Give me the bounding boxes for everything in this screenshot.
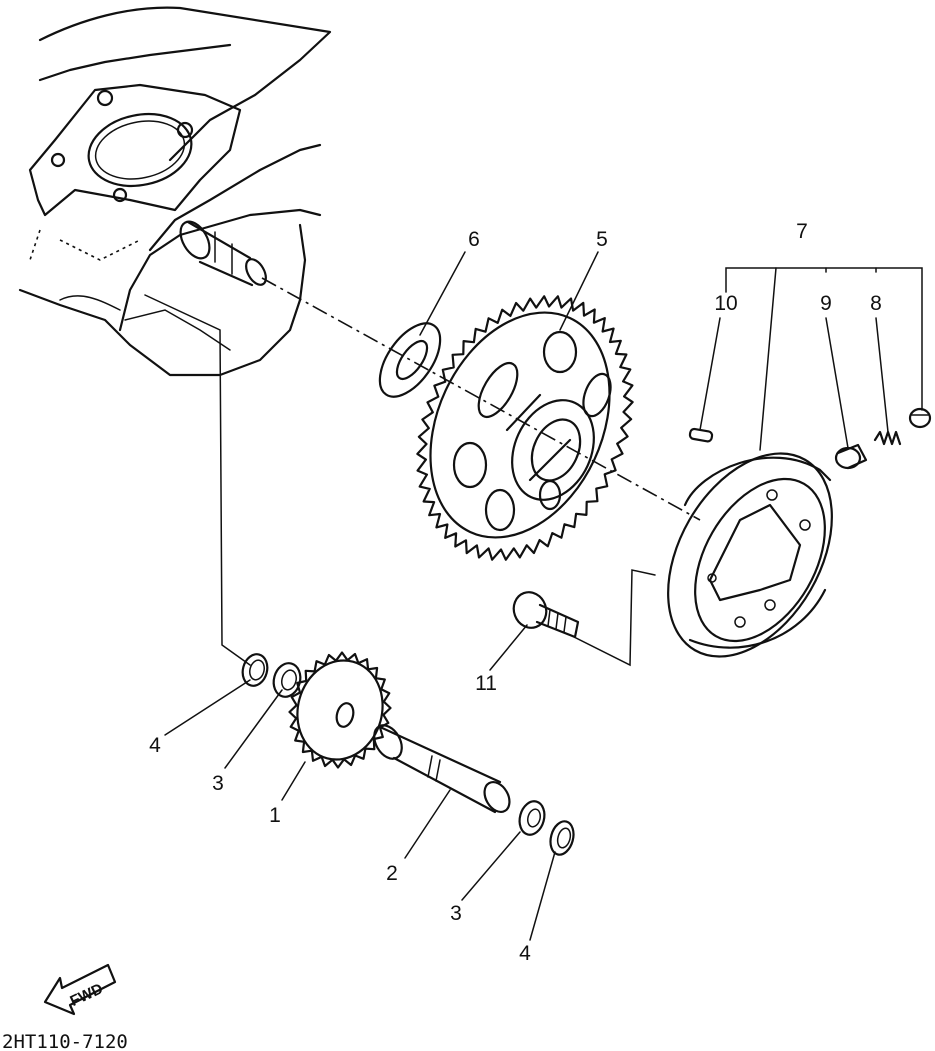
callout-5: 5 — [596, 228, 608, 251]
bolt-11 — [512, 591, 580, 639]
callout-1: 1 — [269, 804, 281, 827]
washer-3-right — [518, 800, 546, 836]
fwd-arrow-icon: FWD — [43, 963, 117, 1016]
starter-clutch-7 — [667, 452, 833, 658]
callout-11: 11 — [475, 672, 497, 695]
axis-line-vertical — [144, 294, 251, 666]
callout-6: 6 — [468, 228, 480, 251]
washer-3-left — [272, 662, 302, 698]
large-gear-5 — [416, 295, 634, 561]
circlip-4-left — [241, 653, 269, 687]
axis-line-bolt — [569, 569, 656, 667]
callout-9: 9 — [820, 292, 832, 315]
callouts: 6 5 7 10 9 8 11 4 3 1 2 3 4 — [149, 220, 882, 965]
spring-8 — [873, 430, 902, 446]
small-gear-1 — [288, 651, 392, 769]
callout-4-left: 4 — [149, 734, 161, 757]
callout-7: 7 — [796, 220, 808, 243]
callout-8: 8 — [870, 292, 882, 315]
callout-3-right: 3 — [450, 902, 462, 925]
callout-4-right: 4 — [519, 942, 531, 965]
roller-10 — [688, 427, 714, 443]
callout-10: 10 — [714, 292, 737, 315]
washer-6 — [378, 322, 442, 398]
crankcase-shaft — [179, 220, 267, 287]
axis-line-main — [261, 277, 701, 521]
shaft-2 — [373, 724, 511, 814]
fwd-label: FWD — [67, 980, 105, 1010]
callout-3-left: 3 — [212, 772, 224, 795]
crankcase-outline — [18, 6, 332, 377]
leader-lines — [164, 251, 923, 941]
roller-9 — [834, 443, 868, 470]
callout-2: 2 — [386, 862, 398, 885]
diagram-code: 2HT110-7120 — [2, 1031, 128, 1051]
circlip-4-right — [549, 820, 575, 856]
cap-7 — [908, 407, 932, 429]
